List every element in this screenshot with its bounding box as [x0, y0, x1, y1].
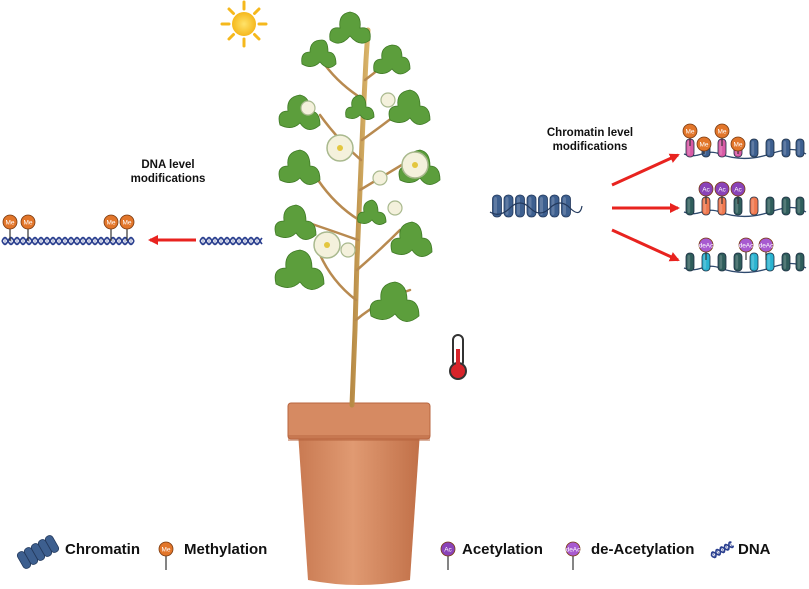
dna-unmodified — [199, 236, 263, 246]
sun-icon — [220, 0, 268, 48]
mark-text: Me — [717, 129, 726, 136]
legend-acetylation-label: Acetylation — [462, 541, 543, 558]
chromatin-acetylated: Ac Ac Ac — [683, 181, 807, 218]
chromatin-methyl-pin-4: Me — [730, 136, 746, 154]
legend-chromatin-label: Chromatin — [65, 541, 140, 558]
chromatin-acetyl-pin-1: Ac — [698, 181, 714, 204]
legend-dna-label: DNA — [738, 541, 771, 558]
arrow-to-chromatin-3 — [611, 228, 680, 262]
legend-methyl-pin: Me — [158, 541, 174, 570]
dna-level-label: DNA level modifications — [130, 159, 206, 186]
mark-text: deAc — [759, 243, 775, 250]
chromatin-deacetyl-pin-2: deAc — [739, 237, 755, 260]
legend-methylation-label: Methylation — [184, 541, 268, 558]
chromatin-methyl-pin-1: Me — [682, 123, 698, 146]
mark-text: Me — [122, 220, 131, 227]
methyl-marks: Me Me Me Me — [2, 214, 135, 241]
chromatin-deacetyl-pin-3: deAc — [759, 237, 775, 260]
mark-text: deAc — [566, 547, 582, 554]
chromatin-acetyl-pin-2: Ac — [714, 181, 730, 204]
mark-text: Me — [699, 142, 708, 149]
thermometer-icon — [449, 334, 467, 380]
chromatin-methyl-pin-3: Me — [714, 123, 730, 146]
chromatin-acetyl-pin-3: Ac — [730, 181, 746, 204]
legend-deacetyl-pin: deAc — [566, 541, 582, 570]
mark-text: Me — [23, 220, 32, 227]
cotton-plant — [274, 11, 441, 408]
methylation-icon: Me — [158, 541, 174, 570]
legend-acetyl-pin: Ac — [440, 541, 456, 570]
deacetylation-icon: deAc — [566, 541, 582, 570]
chromatin-level-label: Chromatin level modifications — [546, 127, 634, 154]
mark-text: Ac — [702, 187, 710, 194]
mark-text: Ac — [734, 187, 742, 194]
mark-text: Me — [106, 220, 115, 227]
chromatin-deacetyl-pin-1: deAc — [699, 237, 715, 260]
mark-text: Me — [733, 142, 742, 149]
mark-text: deAc — [739, 243, 755, 250]
chromatin-methyl-pin-2: Me — [696, 136, 712, 154]
dna-icon — [710, 541, 735, 559]
mark-text: deAc — [699, 243, 715, 250]
acetylation-icon: Ac — [440, 541, 456, 570]
cotton-flowers — [300, 92, 429, 259]
mark-text: Me — [685, 129, 694, 136]
flower-pot — [287, 402, 431, 585]
methyl-pin-2: Me — [20, 214, 36, 241]
mark-text: Ac — [444, 547, 452, 554]
methyl-pin-1: Me — [2, 214, 18, 241]
mark-text: Me — [161, 547, 170, 554]
chromatin-unmodified — [489, 194, 583, 218]
mark-text: Me — [5, 220, 14, 227]
methyl-pin-4: Me — [119, 214, 135, 241]
chromatin-icon — [16, 535, 60, 569]
chromatin-deacetylated: deAc deAc deAc — [683, 237, 807, 274]
methyl-pin-3: Me — [103, 214, 119, 241]
arrow-to-chromatin-1 — [611, 153, 680, 187]
dna-methylated — [1, 236, 135, 246]
mark-text: Ac — [718, 187, 726, 194]
legend-deacetylation-label: de-Acetylation — [591, 541, 695, 558]
